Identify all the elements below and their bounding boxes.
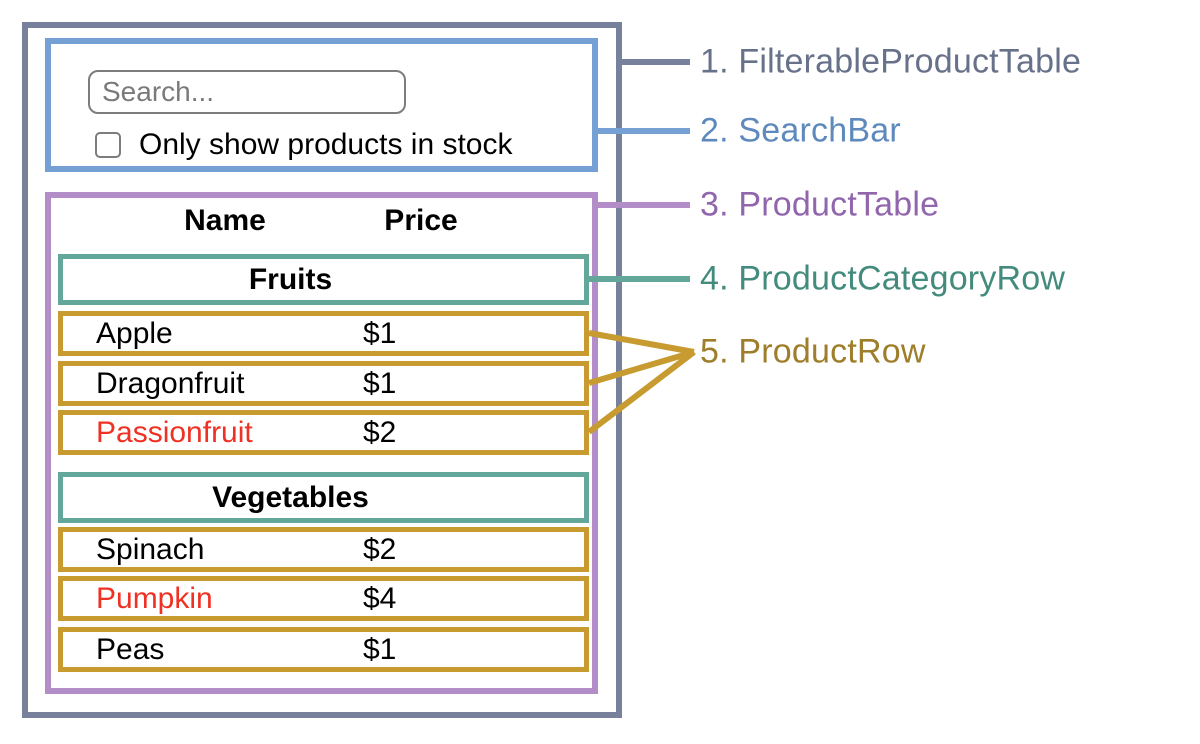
label-search-bar: 2. SearchBar — [700, 111, 901, 150]
column-header-price: Price — [384, 204, 458, 237]
product-name: Apple — [96, 316, 173, 350]
product-name: Pumpkin — [96, 581, 213, 615]
filterable-product-table-box: Only show products in stock Name Price F… — [22, 22, 622, 718]
product-price: $2 — [363, 532, 397, 566]
label-product-category-row: 4. ProductCategoryRow — [700, 259, 1066, 298]
category-label: Vegetables — [212, 480, 369, 514]
product-row-pumpkin: Pumpkin $4 — [58, 576, 589, 621]
search-bar-box: Only show products in stock — [45, 38, 598, 172]
product-price: $1 — [363, 366, 397, 400]
product-name: Passionfruit — [96, 415, 253, 449]
product-row-spinach: Spinach $2 — [58, 527, 589, 572]
product-name: Spinach — [96, 532, 205, 566]
in-stock-checkbox-label: Only show products in stock — [139, 128, 513, 161]
product-price: $1 — [363, 316, 397, 350]
product-row-peas: Peas $1 — [58, 627, 589, 672]
product-name: Dragonfruit — [96, 366, 245, 400]
label-product-row: 5. ProductRow — [700, 332, 926, 371]
column-header-name: Name — [184, 204, 266, 237]
product-name: Peas — [96, 632, 165, 666]
category-row-fruits: Fruits — [58, 254, 589, 305]
product-price: $2 — [363, 415, 397, 449]
product-row-passionfruit: Passionfruit $2 — [58, 410, 589, 455]
product-price: $4 — [363, 581, 397, 615]
product-table-box: Name Price Fruits Apple $1 Dragonfruit $… — [45, 192, 598, 694]
product-price: $1 — [363, 632, 397, 666]
search-input[interactable] — [88, 70, 406, 114]
product-row-dragonfruit: Dragonfruit $1 — [58, 361, 589, 406]
category-label: Fruits — [248, 262, 333, 296]
label-filterable-product-table: 1. FilterableProductTable — [700, 42, 1082, 81]
product-row-apple: Apple $1 — [58, 311, 589, 356]
category-row-vegetables: Vegetables — [58, 472, 589, 523]
label-product-table: 3. ProductTable — [700, 185, 940, 224]
in-stock-checkbox[interactable] — [95, 132, 121, 158]
